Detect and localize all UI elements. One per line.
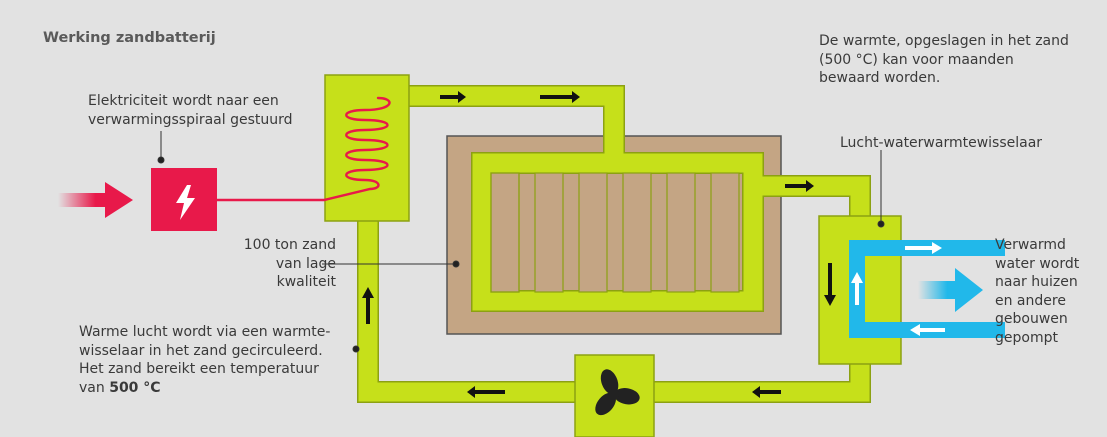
label-air-circulation: Warme lucht wordt via een warmte- wissel…: [79, 324, 331, 396]
label-exchanger: Lucht-waterwarmtewisselaar: [840, 135, 1043, 151]
label-storage: De warmte, opgeslagen in het zand (500 °…: [819, 33, 1069, 86]
label-warm-water: Verwarmd water wordt naar huizen en ande…: [995, 237, 1080, 346]
fan-icon: [595, 369, 640, 416]
label-sand: 100 ton zand van lage kwaliteit: [243, 237, 336, 290]
sand-heat-tubes: [490, 172, 740, 293]
label-electricity: Elektriciteit wordt naar een verwarmings…: [88, 93, 293, 128]
water-flow-arrows: [851, 242, 945, 336]
leader-lines: [157, 131, 885, 353]
heater-chamber: [324, 74, 410, 222]
diagram-title: Werking zandbatterij: [43, 30, 216, 46]
warm-water-output-arrow: [918, 268, 983, 312]
heating-coil-icon: [213, 96, 391, 202]
lightning-icon: [176, 185, 195, 220]
air-temperature: 500 °C: [109, 379, 161, 396]
electricity-input-arrow: [58, 182, 133, 218]
air-flow-arrows: [362, 91, 836, 398]
